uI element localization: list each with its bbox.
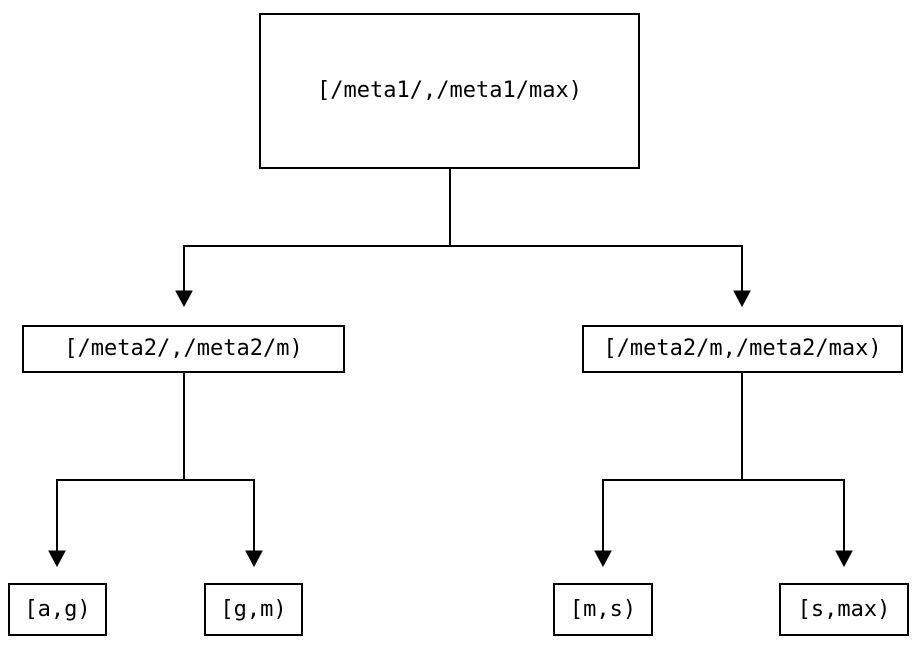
node-leaf-g-m: [g,m) <box>204 583 303 636</box>
arrowhead-down-icon <box>245 550 263 568</box>
arrowhead-down-icon <box>48 550 66 568</box>
arrowhead-down-icon <box>835 550 853 568</box>
arrowhead-down-icon <box>594 550 612 568</box>
node-left-interval: [/meta2/,/meta2/m) <box>22 325 345 373</box>
edge-left-to-left-right <box>184 479 263 568</box>
node-root-interval: [/meta1/,/meta1/max) <box>259 13 640 169</box>
node-right-interval: [/meta2/m,/meta2/max) <box>582 325 903 373</box>
edge-right-to-right-left <box>594 373 743 568</box>
arrowhead-down-icon <box>175 290 193 308</box>
edge-root-to-right-child <box>450 245 751 308</box>
node-leaf-m-s: [m,s) <box>553 583 653 636</box>
node-leaf-s-max: [s,max) <box>779 583 909 636</box>
edge-right-to-right-right <box>742 479 853 568</box>
node-leaf-a-g: [a,g) <box>8 583 107 636</box>
edge-root-to-left-child <box>175 169 451 308</box>
arrowhead-down-icon <box>733 290 751 308</box>
edge-left-to-left-left <box>48 373 185 568</box>
